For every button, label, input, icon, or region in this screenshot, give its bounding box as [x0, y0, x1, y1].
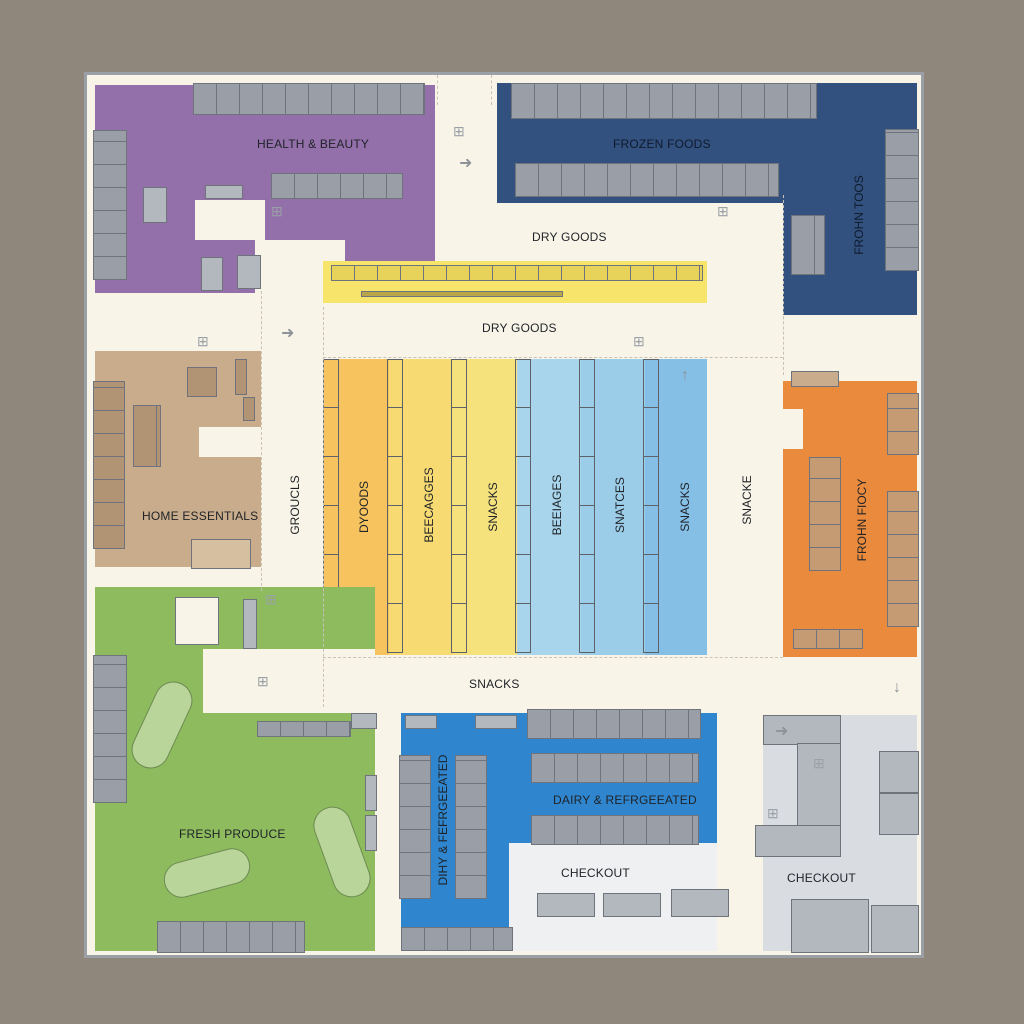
arrow-up-icon: ↑ — [681, 367, 689, 384]
arrow-down-icon: ↓ — [893, 679, 901, 696]
aisle-label-0: GROUCLS — [288, 475, 302, 535]
fixture-produce-3 — [365, 775, 377, 811]
zone-label-checkout-left: CHECKOUT — [561, 866, 630, 880]
guide-line-2 — [323, 307, 324, 707]
shelf-health-left — [93, 130, 127, 280]
arrow-right-icon: ➜ — [775, 723, 789, 740]
shopping-cart-icon: ⊞ — [265, 591, 277, 607]
fixture-health-4 — [237, 255, 261, 289]
shelf-dairy-top — [527, 709, 701, 739]
checkout-counter-4 — [879, 751, 919, 793]
shopping-cart-icon: ⊞ — [767, 805, 779, 821]
shelf-dairy-mid — [531, 753, 699, 783]
checkout-lane-1 — [537, 893, 595, 917]
checkout-lane-2 — [603, 893, 661, 917]
shopping-cart-icon: ⊞ — [453, 123, 465, 139]
guide-line-7 — [491, 75, 492, 105]
aisle-label-7: SNACKE — [740, 475, 754, 525]
zone-label-frozen-foods: FROZEN FOODS — [613, 137, 711, 151]
guide-line-3 — [783, 195, 784, 375]
fixture-health-1 — [143, 187, 167, 223]
shopping-cart-icon: ⊞ — [633, 333, 645, 349]
fixture-produce-2 — [351, 713, 377, 729]
aisle-label-6: SNACKS — [678, 482, 692, 532]
shelf-produce-mid — [257, 721, 351, 737]
fixture-health-2 — [205, 185, 243, 199]
checkout-lane-3 — [671, 889, 729, 917]
rack-6 — [643, 359, 659, 653]
aisle-label-1: DYOODS — [357, 480, 371, 534]
guide-line-4 — [323, 357, 783, 358]
shelf-produce-bottom — [157, 921, 305, 953]
shelf-frozen-right — [885, 129, 919, 271]
shelf-orange-right-2 — [887, 491, 919, 627]
shopping-cart-icon: ⊞ — [257, 673, 269, 689]
shelf-frozen-mid — [515, 163, 779, 197]
shelf-home-left — [93, 381, 125, 549]
shelf-dairy-left-1 — [399, 755, 431, 899]
shelf-orange-mid — [809, 457, 841, 571]
fixture-produce-1 — [243, 599, 257, 649]
shopping-cart-icon: ⊞ — [197, 333, 209, 349]
shopping-cart-icon: ⊞ — [271, 203, 283, 219]
shelf-dairy-left-2 — [455, 755, 487, 899]
fixture-home-3 — [243, 397, 255, 421]
guide-line-5 — [323, 657, 783, 658]
shelf-health-top — [193, 83, 425, 115]
fixture-health-3 — [201, 257, 223, 291]
shelf-orange-right-1 — [887, 393, 919, 455]
fixture-dairy-2 — [475, 715, 517, 729]
shopping-cart-icon: ⊞ — [717, 203, 729, 219]
checkout-counter-5 — [879, 793, 919, 835]
fixture-home-2 — [235, 359, 247, 395]
zone-label-dry-goods-top: DRY GOODS — [532, 230, 607, 244]
fixture-home-1 — [187, 367, 217, 397]
fixture-dairy-1 — [405, 715, 437, 729]
shelf-dry-goods-1 — [331, 265, 703, 281]
shelf-frozen-top — [511, 83, 817, 119]
zone-label-fresh-produce: FRESH PRODUCE — [179, 827, 286, 841]
fixture-home-4 — [191, 539, 251, 569]
shelf-produce-left — [93, 655, 127, 803]
aisle-label-3: SNACKS — [486, 482, 500, 532]
zone-fresh-produce[interactable] — [95, 587, 375, 951]
shelf-dry-goods-2 — [361, 291, 563, 297]
checkout-counter-3 — [755, 825, 841, 857]
zone-label-health-beauty: HEALTH & BEAUTY — [257, 137, 370, 151]
aisle-label-5: SNATCES — [613, 477, 627, 533]
rack-5 — [579, 359, 595, 653]
zone-label-dairy-side: DIHY & FEFRGEEATED — [436, 754, 450, 886]
checkout-counter-7 — [871, 905, 919, 953]
rack-4 — [515, 359, 531, 653]
zone-label-dry-goods-mid: DRY GOODS — [482, 321, 557, 335]
floor-plan: HEALTH & BEAUTY FROZEN FOODS FROHN TOOS … — [84, 72, 924, 958]
shelf-dairy-floor — [401, 927, 513, 951]
shelf-orange-bottom — [793, 629, 863, 649]
shelf-dairy-bottom — [531, 815, 699, 845]
rack-3 — [451, 359, 467, 653]
shopping-cart-icon: ⊞ — [813, 755, 825, 771]
aisle-label-4: BEEIAGES — [550, 474, 564, 536]
shelf-home-1 — [133, 405, 161, 467]
checkout-counter-6 — [791, 899, 869, 953]
fixture-orange-top — [791, 371, 839, 387]
aisle-label-2: BEECAGGES — [422, 467, 436, 543]
arrow-right-icon: ➜ — [459, 155, 473, 172]
zone-label-checkout-right: CHECKOUT — [787, 871, 856, 885]
guide-line-6 — [437, 75, 438, 105]
zone-label-dairy: DAIRY & REFRGEEATED — [553, 793, 697, 807]
zone-label-frozen-right: FROHN FIOCY — [855, 478, 869, 562]
rack-2 — [387, 359, 403, 653]
zone-label-snacks-bottom: SNACKS — [469, 677, 520, 691]
fixture-produce-4 — [365, 815, 377, 851]
guide-line-1 — [261, 291, 262, 591]
zone-label-home-essentials: HOME ESSENTIALS — [142, 509, 259, 523]
arrow-right-icon: ➜ — [281, 325, 295, 342]
zone-label-frozen-side: FROHN TOOS — [852, 175, 866, 255]
shelf-health-mid — [271, 173, 403, 199]
fixture-frozen-box — [791, 215, 825, 275]
